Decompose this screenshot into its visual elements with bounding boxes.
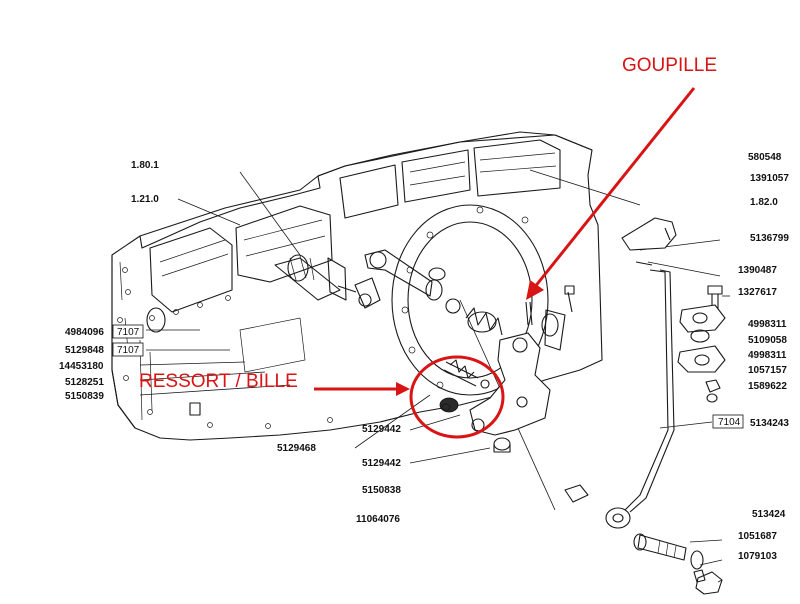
ref-label: 4998311 xyxy=(748,319,787,330)
goupille-arrowhead xyxy=(526,280,544,300)
ref-label: 1327617 xyxy=(738,287,777,298)
ref-label: 11064076 xyxy=(356,514,400,525)
leader-lines xyxy=(139,169,730,583)
goupille-annotation: GOUPILLE xyxy=(622,55,717,76)
ref-box: 7104 xyxy=(718,417,741,428)
ref-label: 5150838 xyxy=(362,485,401,496)
red-annotations: GOUPILLE RESSORT / BILLE xyxy=(139,55,717,439)
ref-label: 4984096 xyxy=(65,327,104,338)
ressort-highlight-circle xyxy=(409,355,505,439)
ref-label: 1390487 xyxy=(738,265,777,276)
ref-label: 5134243 xyxy=(750,418,789,429)
ref-label: 1.21.0 xyxy=(131,194,159,205)
ref-box: 7107 xyxy=(117,345,140,356)
ref-label: 5109058 xyxy=(748,335,787,346)
ref-label: 5136799 xyxy=(750,233,789,244)
ref-label: 5150839 xyxy=(65,391,104,402)
ref-label: 5129442 xyxy=(362,458,401,469)
ref-label: 513424 xyxy=(752,509,786,520)
ref-label: 1391057 xyxy=(750,173,789,184)
ref-label: 1079103 xyxy=(738,551,777,562)
ref-label: 1057157 xyxy=(748,365,787,376)
ref-label: 580548 xyxy=(748,152,782,163)
linkage-parts xyxy=(605,217,726,595)
ref-label: 1589622 xyxy=(748,381,787,392)
goupille-arrow xyxy=(532,87,696,289)
ref-label: 4998311 xyxy=(748,350,787,361)
ref-label: 5129442 xyxy=(362,424,401,435)
detent-parts xyxy=(439,285,589,503)
ref-label: 14453180 xyxy=(59,361,104,372)
ref-label: 5129848 xyxy=(65,345,104,356)
ressort-arrowhead xyxy=(396,382,410,396)
part-labels-center: 5129442 5129468 5129442 5150838 11064076 xyxy=(277,424,401,525)
ref-box: 7107 xyxy=(117,327,140,338)
ressort-bille-annotation: RESSORT / BILLE xyxy=(139,371,298,392)
ref-label: 1.82.0 xyxy=(750,197,778,208)
part-labels-right: 580548 1391057 1.82.0 5136799 1390487 13… xyxy=(712,152,789,562)
part-labels-left: 1.80.1 1.21.0 4984096 7107 5129848 7107 … xyxy=(59,160,159,402)
ref-label: 1051687 xyxy=(738,531,777,542)
ref-label: 5129468 xyxy=(277,443,316,454)
ref-label: 1.80.1 xyxy=(131,160,159,171)
ref-label: 5128251 xyxy=(65,377,104,388)
